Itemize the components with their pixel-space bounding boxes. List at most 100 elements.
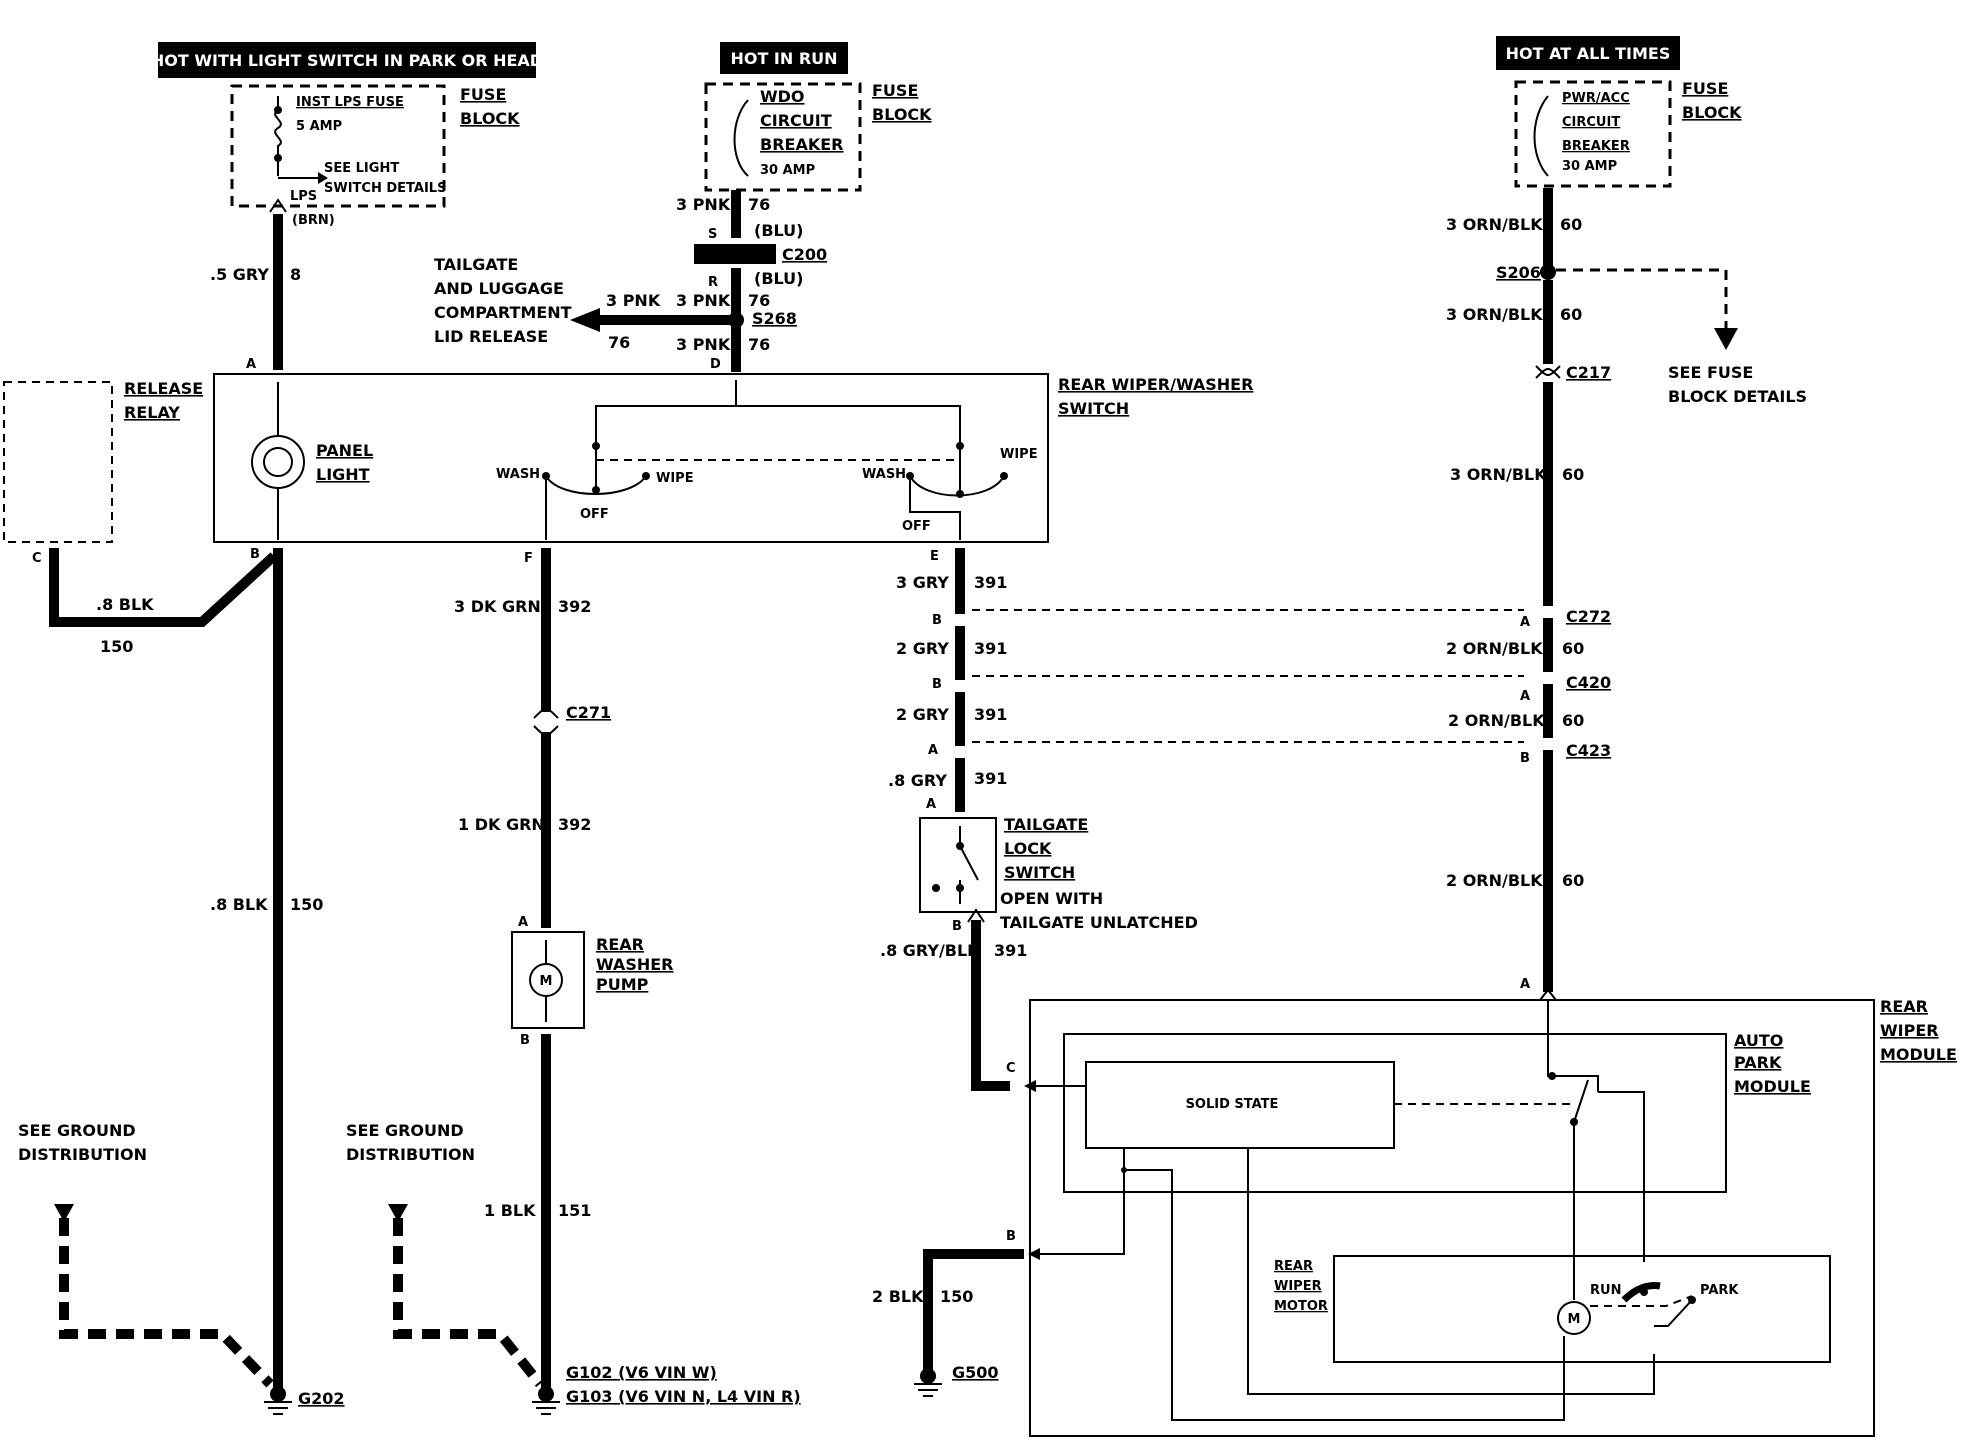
wire-gry-8-arrow <box>269 198 287 213</box>
ground-dist-1-l2: DISTRIBUTION <box>18 1145 147 1164</box>
wire-gry-blk-391 <box>971 920 1010 1091</box>
splice-s206-dot <box>1540 264 1556 280</box>
module-ground-link <box>1124 1169 1565 1421</box>
pin-b-panel: B <box>250 547 260 562</box>
header-all-times-box <box>1496 36 1680 70</box>
pin-b-c420: B <box>932 677 942 692</box>
auto-park-module-box <box>1063 1033 1727 1193</box>
wdo-breaker-l3: BREAKER <box>760 135 843 154</box>
inst-lps-dot-2 <box>274 154 282 162</box>
wire-gry-blk-391-arrow <box>967 908 985 923</box>
inst-lps-dot-1 <box>274 106 282 114</box>
header-light-switch-box <box>158 42 536 78</box>
module-c-arrow <box>1024 1080 1036 1092</box>
wire-gry-391-b-circuit: 391 <box>974 639 1007 658</box>
c200-blu-2: (BLU) <box>754 269 803 288</box>
wire-orn-blk-60-f-circuit: 60 <box>1562 871 1584 890</box>
ground-dist-2 <box>393 1218 544 1388</box>
pin-d: D <box>710 357 721 372</box>
wire-pnk-76-b-circuit: 76 <box>748 291 770 310</box>
tailgate-lock-switch-dot-3 <box>932 884 940 892</box>
rear-washer-pump-l1: REAR <box>596 935 644 954</box>
fuse-block-1-b: BLOCK <box>460 109 520 128</box>
connector-c420: C420 <box>1566 673 1611 692</box>
ground-g500-dot <box>920 1368 936 1384</box>
ground-g102-label: G102 (V6 VIN W) <box>566 1363 717 1382</box>
header-all-times: HOT AT ALL TIMES <box>1506 44 1671 63</box>
rear-wiper-module-l3: MODULE <box>1880 1045 1957 1064</box>
wire-orn-blk-60-arrow <box>1539 988 1557 1001</box>
switch-out-e <box>909 476 961 540</box>
rear-wiper-motor-box <box>1333 1255 1831 1363</box>
wire-blk-150-module-circuit: 150 <box>940 1287 973 1306</box>
release-relay-box <box>3 381 113 543</box>
fuse-block-2-b: BLOCK <box>872 105 932 124</box>
connector-c272: C272 <box>1566 607 1611 626</box>
park-label: PARK <box>1700 1283 1739 1298</box>
pin-a-c272: A <box>1520 615 1530 630</box>
fuse-block-3-a: FUSE <box>1682 79 1728 98</box>
c200-blu-1: (BLU) <box>754 221 803 240</box>
tailgate-lock-switch-dot-1 <box>956 842 964 850</box>
wire-orn-blk-60-e-circuit: 60 <box>1562 711 1584 730</box>
park-relay-out <box>1573 1091 1645 1300</box>
inst-lps-fuse-note2: SWITCH DETAILS <box>324 181 446 196</box>
tailgate-release-l3: COMPARTMENT <box>434 303 572 322</box>
pin-b-c423: B <box>1520 751 1530 766</box>
wire-orn-blk-60-d-circuit: 60 <box>1562 639 1584 658</box>
wire-pnk-tailgate-circuit: 76 <box>608 333 630 352</box>
rear-wiper-module-box <box>1029 999 1875 1437</box>
wire-blk-150-relay-label: .8 BLK <box>96 595 154 614</box>
wire-dk-grn-392-b-label: 1 DK GRN <box>458 815 545 834</box>
connector-c271-symbol <box>533 708 559 736</box>
park-relay-dot <box>1548 1072 1556 1080</box>
splice-s268: S268 <box>752 309 797 328</box>
wire-gry-391-a-circuit: 391 <box>974 573 1007 592</box>
wire-gry-391-d-circuit: 391 <box>974 769 1007 788</box>
connector-c217: C217 <box>1566 363 1611 382</box>
pin-c-module: C <box>1006 1061 1016 1076</box>
wire-blk-151-circuit: 151 <box>558 1201 591 1220</box>
inst-lps-color: (BRN) <box>292 213 335 228</box>
pin-f: F <box>524 551 533 566</box>
wire-gry-391-b-label: 2 GRY <box>896 639 949 658</box>
see-fuse-l2: BLOCK DETAILS <box>1668 387 1807 406</box>
wire-orn-blk-60-b-label: 3 ORN/BLK <box>1446 305 1543 324</box>
ground-dist-1 <box>59 1218 274 1388</box>
auto-park-module-l1: AUTO <box>1734 1031 1783 1050</box>
tailgate-lock-switch-l2: LOCK <box>1004 839 1052 858</box>
tailgate-lock-switch-blade <box>959 826 979 904</box>
wire-pnk-76-a-circuit: 76 <box>748 195 770 214</box>
panel-light-l2: LIGHT <box>316 465 370 484</box>
connector-c217-symbol <box>1535 365 1561 379</box>
inst-lps-fuse-element <box>274 96 282 176</box>
ground-g102-symbol <box>532 1401 560 1415</box>
rear-wiper-motor-l3: MOTOR <box>1274 1299 1328 1314</box>
pin-b-pump: B <box>520 1033 530 1048</box>
fuse-block-3-b: BLOCK <box>1682 103 1742 122</box>
tailgate-lock-switch-dot-2 <box>956 884 964 892</box>
wire-orn-blk-60-b-circuit: 60 <box>1560 305 1582 324</box>
wire-orn-blk-60-e-label: 2 ORN/BLK <box>1448 711 1545 730</box>
pin-a-pump: A <box>518 915 528 930</box>
ground-g102-dot <box>538 1386 554 1402</box>
ground-dist-2-arrow <box>388 1204 408 1222</box>
pwr-acc-breaker-element <box>1533 95 1549 177</box>
rear-wiper-washer-switch-l1: REAR WIPER/WASHER <box>1058 375 1253 394</box>
pwr-acc-breaker-l2: CIRCUIT <box>1562 115 1620 130</box>
rear-washer-pump-l3: PUMP <box>596 975 649 994</box>
pwr-acc-breaker-rating: 30 AMP <box>1562 159 1617 174</box>
fuse-block-1-a: FUSE <box>460 85 506 104</box>
ground-dist-1-l1: SEE GROUND <box>18 1121 136 1140</box>
wire-orn-blk-60-a-circuit: 60 <box>1560 215 1582 234</box>
switch-feed-bus <box>595 380 961 446</box>
tailgate-release-l4: LID RELEASE <box>434 327 548 346</box>
run-contact <box>1640 1288 1648 1296</box>
wire-gry-391-d-label: .8 GRY <box>888 771 947 790</box>
panel-light-l1: PANEL <box>316 441 373 460</box>
switch-wash-1-label: WASH <box>496 467 540 482</box>
connector-c423: C423 <box>1566 741 1611 760</box>
header-run-box <box>720 42 848 74</box>
tailgate-lock-switch-l3: SWITCH <box>1004 863 1075 882</box>
